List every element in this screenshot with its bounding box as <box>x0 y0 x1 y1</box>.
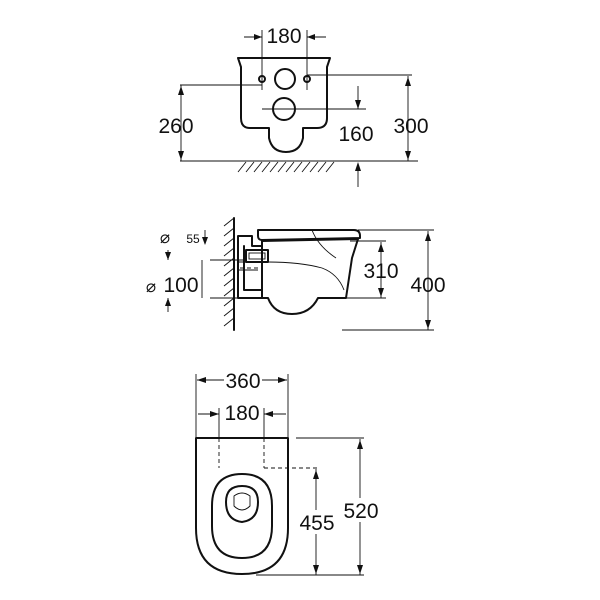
small-diameter-label: 55 <box>186 232 200 246</box>
inner-width-label: 180 <box>224 402 259 425</box>
seat-lid <box>257 229 361 241</box>
bowl-height-label: 310 <box>363 260 398 283</box>
large-diameter-symbol: ⌀ <box>146 277 156 296</box>
small-diameter-symbol: ⌀ <box>160 228 170 247</box>
top-floor-height-label: 300 <box>393 115 428 138</box>
seat-inner-outline <box>211 473 273 559</box>
overall-width-label: 360 <box>225 370 260 393</box>
floor-hatch <box>236 160 335 173</box>
bowl-opening <box>225 485 259 523</box>
mounting-frame <box>237 235 263 299</box>
upper-hole <box>274 68 296 90</box>
top-width-label: 180 <box>266 25 301 48</box>
wall-hatch <box>223 217 235 327</box>
bowl-body <box>261 238 359 315</box>
top-total-height-label: 260 <box>158 115 193 138</box>
rear-elevation-view: 180 260 160 300 <box>158 25 429 187</box>
side-elevation-view: ⌀ 55 ⌀ 100 310 400 <box>146 217 446 331</box>
plan-view: 360 180 455 520 <box>195 368 382 576</box>
overall-length-label: 520 <box>343 500 378 523</box>
side-total-height-label: 400 <box>410 274 445 297</box>
plan-outline <box>195 437 289 575</box>
bolt-to-front-label: 455 <box>299 512 334 535</box>
rear-body-outline <box>237 57 331 153</box>
large-diameter-label: 100 <box>163 274 198 297</box>
top-center-height-label: 160 <box>338 123 373 146</box>
